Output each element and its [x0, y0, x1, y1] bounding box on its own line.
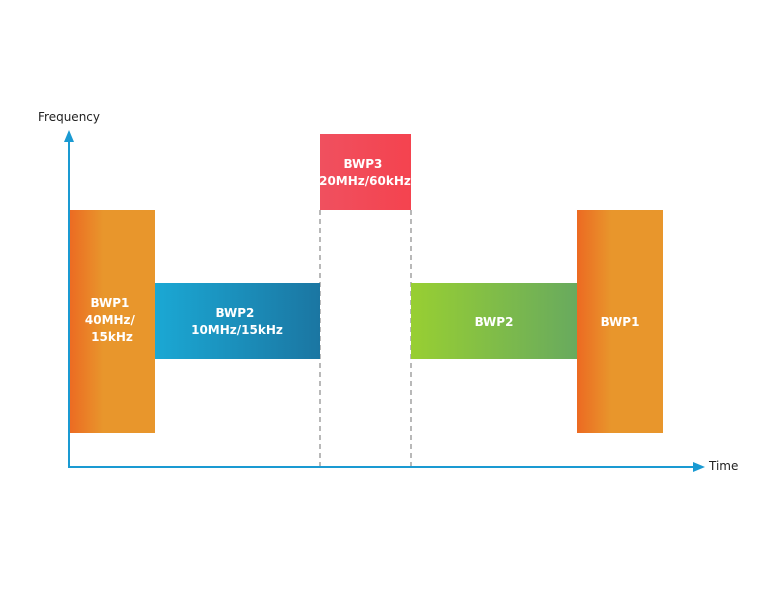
- svg-text:BWP3 20MHz/60kHz: BWP3 20MHz/60kHz: [319, 157, 411, 188]
- block-bwp3-line1: BWP3: [343, 157, 382, 171]
- block-bwp2-left-rect: [155, 283, 320, 359]
- block-bwp1-right: BWP1: [577, 210, 663, 433]
- y-axis-arrow-icon: [64, 130, 74, 142]
- block-bwp3-rect: [320, 134, 411, 210]
- block-bwp1-right-line1: BWP1: [601, 315, 640, 329]
- block-bwp1-left-line3: 15kHz: [91, 330, 133, 344]
- block-bwp2-left-line2: 10MHz/15kHz: [191, 323, 283, 337]
- block-bwp2-right: BWP2: [411, 283, 577, 359]
- block-bwp3: BWP3 20MHz/60kHz: [319, 134, 411, 210]
- block-bwp1-left-line1: BWP1: [90, 296, 129, 310]
- svg-text:BWP2: BWP2: [475, 315, 514, 329]
- block-bwp2-left-line1: BWP2: [215, 306, 254, 320]
- svg-text:BWP2 10MHz/15kHz: BWP2 10MHz/15kHz: [191, 306, 283, 337]
- svg-text:BWP1 40MHz/ 15kHz: BWP1 40MHz/ 15kHz: [85, 296, 139, 344]
- block-bwp3-line2: 20MHz/60kHz: [319, 174, 411, 188]
- block-bwp2-right-line1: BWP2: [475, 315, 514, 329]
- y-axis-label: Frequency: [38, 110, 100, 124]
- block-bwp2-left: BWP2 10MHz/15kHz: [155, 283, 320, 359]
- block-bwp1-left: BWP1 40MHz/ 15kHz: [69, 210, 155, 433]
- block-bwp2-right-rect: [411, 283, 577, 359]
- block-bwp1-left-rect: [69, 210, 155, 433]
- x-axis-label: Time: [708, 459, 738, 473]
- block-bwp1-left-line2: 40MHz/: [85, 313, 136, 327]
- svg-text:BWP1: BWP1: [601, 315, 640, 329]
- x-axis-arrow-icon: [693, 462, 705, 472]
- block-bwp1-right-rect: [577, 210, 663, 433]
